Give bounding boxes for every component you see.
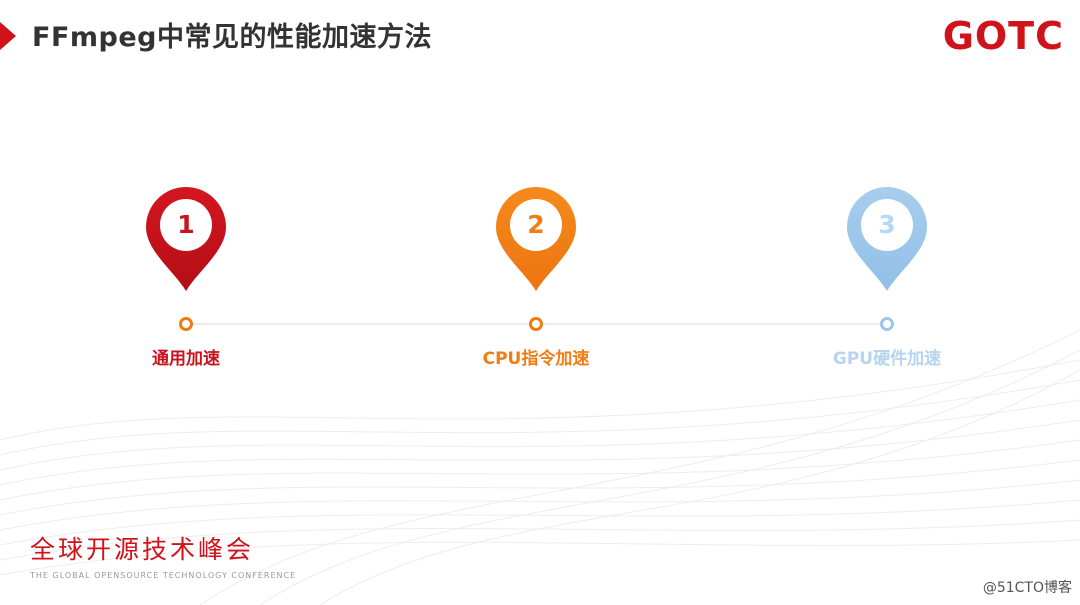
step-2-dot <box>529 317 543 331</box>
step-3-dot <box>880 317 894 331</box>
conference-name-en: THE GLOBAL OPENSOURCE TECHNOLOGY CONFERE… <box>30 571 297 580</box>
step-3-label: GPU硬件加速 <box>832 349 942 369</box>
step-3-pin-icon: 3 <box>845 185 929 297</box>
conference-name-cn: 全球开源技术峰会 <box>30 535 255 564</box>
step-1-label: 通用加速 <box>152 349 220 369</box>
watermark: @51CTO博客 <box>982 580 1072 596</box>
title-marker-arrow <box>0 22 16 50</box>
step-1-pin-icon: 1 <box>144 185 228 297</box>
step-2-label: CPU指令加速 <box>482 349 590 369</box>
step-2-pin-icon: 2 <box>494 185 578 297</box>
step-3-number: 3 <box>878 210 896 239</box>
gotc-logo: GOTC <box>942 14 1064 58</box>
step-1-number: 1 <box>177 210 195 239</box>
step-2-number: 2 <box>527 210 545 239</box>
step-1-dot <box>179 317 193 331</box>
slide-title: FFmpeg中常见的性能加速方法 <box>32 22 432 53</box>
